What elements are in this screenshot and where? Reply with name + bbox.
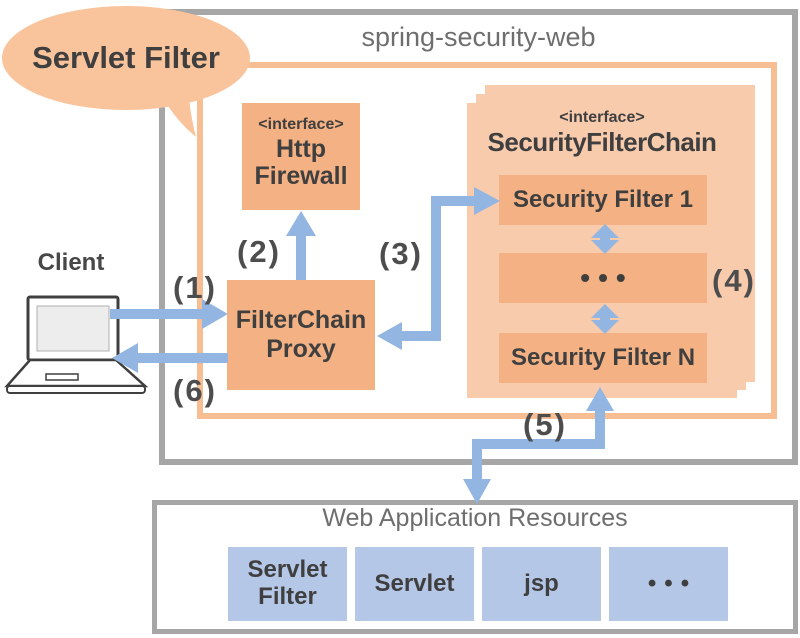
security-filter-chain-stereotype: <interface> — [559, 109, 645, 126]
flow-label-2: (2) — [237, 234, 281, 269]
module-title: spring-security-web — [361, 22, 596, 52]
flow-label-3: (3) — [379, 236, 423, 271]
resource-servlet-filter-box: Servlet Filter — [228, 547, 347, 621]
security-filter-chain-title: SecurityFilterChain — [487, 127, 717, 157]
laptop-icon — [4, 295, 149, 394]
security-filter-1-box: Security Filter 1 — [499, 175, 707, 225]
resource-servlet-box: Servlet — [355, 547, 474, 621]
flow-label-6: (6) — [173, 373, 217, 408]
filter-chain-proxy-box: FilterChain Proxy — [227, 280, 375, 390]
security-filter-ellipsis-box: ••• — [499, 253, 707, 303]
http-firewall-name: Http Firewall — [254, 135, 348, 190]
servlet-filter-callout: Servlet Filter — [2, 6, 250, 110]
http-firewall-stereotype: <interface> — [258, 116, 344, 133]
http-firewall-box: <interface> Http Firewall — [242, 103, 360, 210]
security-filter-n-box: Security Filter N — [499, 333, 707, 383]
resource-ellipsis-box: ••• — [609, 547, 728, 621]
web-application-resources-title: Web Application Resources — [322, 504, 628, 532]
flow-label-4: (4) — [712, 263, 756, 298]
client-label: Client — [37, 249, 105, 276]
flow-label-5: (5) — [523, 407, 567, 442]
resource-jsp-box: jsp — [482, 547, 601, 621]
flow-label-1: (1) — [173, 270, 217, 305]
